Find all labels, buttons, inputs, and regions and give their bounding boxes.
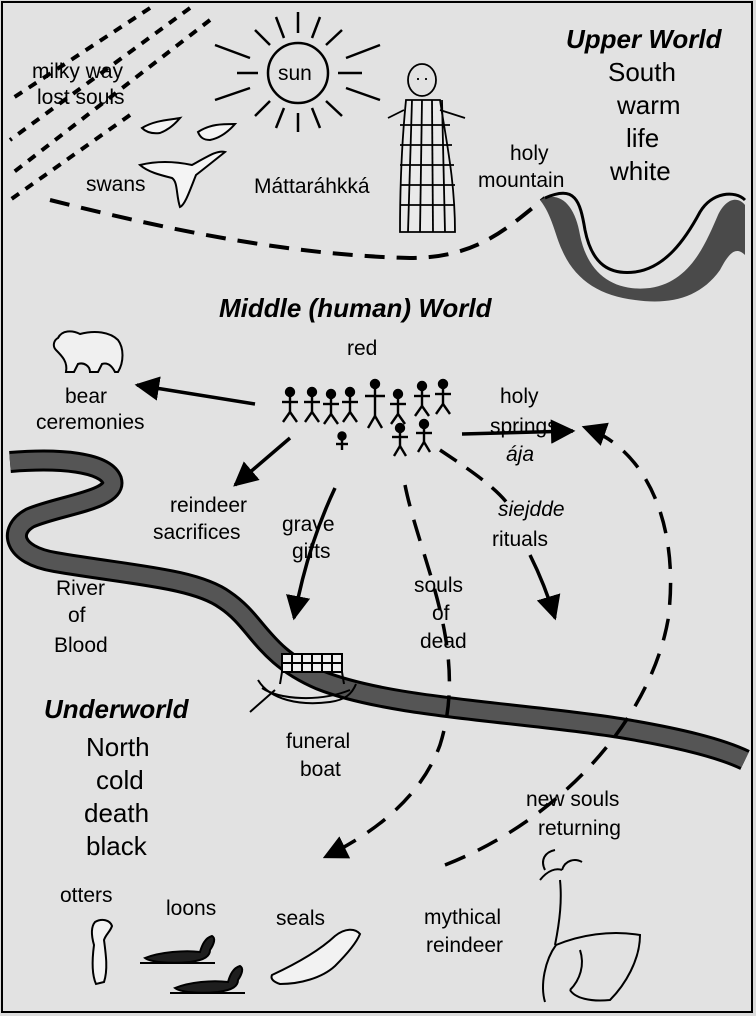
sun-label: sun [278, 62, 312, 85]
otter-icon [90, 918, 114, 986]
swans-label: swans [86, 173, 146, 196]
of-dead-label: of [432, 602, 450, 625]
rock-art-people-icon [282, 378, 451, 457]
arrow-from-springs [461, 419, 576, 444]
funeral-boat-icon [249, 653, 357, 713]
mythical-label: mythical [424, 906, 501, 929]
arrow-siejdde-rituals [528, 554, 561, 621]
upper-world-line-life: life [626, 123, 659, 153]
dead-label: dead [420, 630, 467, 653]
ceremonies-label: ceremonies [36, 411, 145, 434]
lost-souls-label: lost souls [37, 86, 125, 109]
reindeer-label: reindeer [170, 494, 247, 517]
blood-label: Blood [54, 634, 108, 657]
middle-world-color: red [347, 337, 377, 360]
underworld-line-cold: cold [96, 765, 144, 795]
river-label: River [56, 577, 105, 600]
new-souls-label: new souls [526, 788, 619, 811]
funeral-label: funeral [286, 730, 350, 753]
arrow-to-reindeer-sacrifices [233, 436, 292, 487]
arrow-souls-of-dead [322, 484, 452, 859]
underworld-line-north: North [86, 732, 150, 762]
sacrifices-label: sacrifices [153, 521, 241, 544]
mattarahkka-label: Máttaráhkká [254, 175, 370, 198]
swans-icon [137, 116, 238, 209]
bear-icon [52, 330, 124, 373]
returning-label: returning [538, 817, 621, 840]
underworld-line-black: black [86, 831, 148, 861]
arrow-to-bear-ceremonies [134, 376, 256, 406]
boat-label: boat [300, 758, 341, 781]
holy-mountain-label-2: mountain [478, 169, 564, 192]
holy-mountain [540, 191, 747, 302]
arrow-siejdde-dashed [439, 448, 514, 511]
mattarahkka-figure [387, 63, 466, 233]
upper-world-line-warm: warm [616, 90, 681, 120]
flow-arrows [134, 376, 673, 867]
siejdde-label: siejdde [498, 498, 565, 521]
bear-label: bear [65, 385, 107, 408]
arrow-new-souls-returning [444, 422, 673, 867]
upper-world-boundary [49, 196, 547, 261]
otters-label: otters [60, 884, 113, 907]
holy-springs-label-1: holy [500, 385, 539, 408]
loons-label: loons [166, 897, 216, 920]
of-label: of [68, 604, 86, 627]
sun-icon [214, 12, 381, 132]
grave-label: grave [282, 513, 335, 536]
holy-springs-label-2: springs [490, 415, 558, 438]
mythical-reindeer-icon [539, 849, 642, 1003]
loons-icon [140, 934, 245, 994]
upper-world-title: Upper World [566, 24, 723, 54]
milky-way-label: milky way [32, 60, 124, 83]
aja-label: ája [506, 443, 534, 466]
upper-world-line-south: South [608, 57, 676, 87]
underworld-line-death: death [84, 798, 149, 828]
holy-mountain-label-1: holy [510, 142, 549, 165]
upper-world-line-white: white [609, 156, 671, 186]
arrow-grave-gifts [286, 487, 337, 621]
seal-icon [270, 928, 362, 986]
reindeer-creature-label: reindeer [426, 934, 503, 957]
underworld-title: Underworld [44, 694, 190, 724]
milky-way-dashes [8, 6, 212, 202]
souls-label: souls [414, 574, 463, 597]
rituals-label: rituals [492, 528, 548, 551]
middle-world-title: Middle (human) World [219, 293, 493, 323]
gifts-label: gifts [292, 540, 331, 563]
seals-label: seals [276, 907, 325, 930]
